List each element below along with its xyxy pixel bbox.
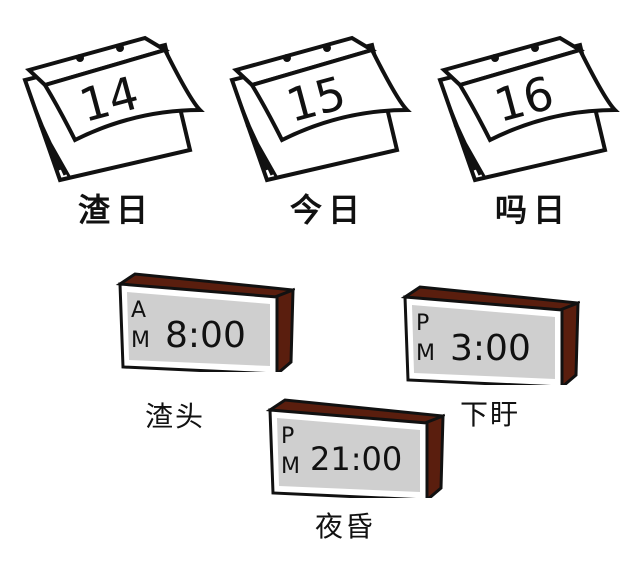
alarm-clock-night: P M 21:00 [265,398,446,504]
clock-icon: P M 3:00 [400,285,581,391]
calendar-label: 吗日 [495,191,572,229]
calendar-icon: 16 [437,35,620,183]
calendar-label: 渣日 [78,191,155,229]
clock-time: 3:00 [450,328,531,369]
ampm-bottom: M [131,328,150,353]
ampm-top: A [131,298,146,323]
calendar-label: 今日 [290,191,367,229]
alarm-clock-afternoon: P M 3:00 [400,285,581,391]
ampm-bottom: M [416,341,435,366]
calendar-icon: 15 [229,35,412,183]
calendar-tomorrow: 16 [430,20,620,185]
clock-label: 渣头 [145,400,206,433]
calendar-yesterday: 14 [15,20,205,185]
alarm-clock-morning: A M 8:00 [115,272,296,378]
clock-time: 8:00 [165,315,246,356]
clock-label: 下盱 [460,398,521,431]
calendar-icon: 14 [22,35,205,183]
ampm-top: P [416,311,429,336]
clock-icon: P M 21:00 [265,398,446,504]
clock-time: 21:00 [310,440,402,478]
clock-icon: A M 8:00 [115,272,296,378]
calendar-today: 15 [222,20,412,185]
ampm-top: P [281,424,294,449]
clock-label: 夜昏 [315,510,376,543]
ampm-bottom: M [281,454,300,479]
